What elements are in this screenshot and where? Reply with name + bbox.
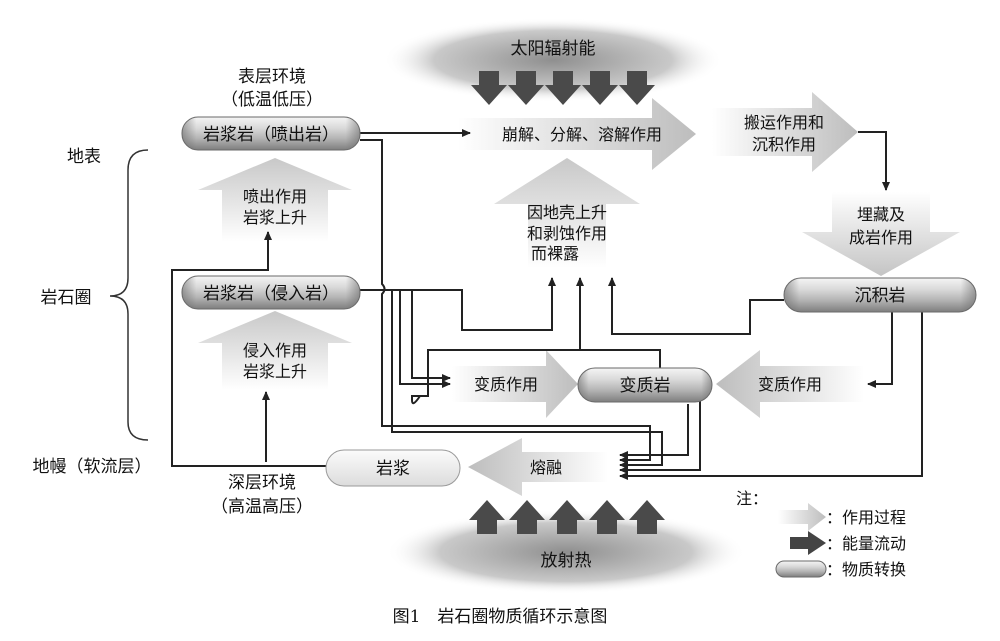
uplift-label-line2: 和剥蚀作用 [527, 224, 607, 243]
sedimentary-rock-label: 沉积岩 [855, 286, 906, 306]
weathering-process-arrow [458, 98, 696, 170]
lithification-label-line2: 成岩作用 [849, 228, 913, 247]
energy-arrow-down-icon [471, 71, 507, 105]
weathering-label: 崩解、分解、溶解作用 [502, 125, 662, 144]
lithosphere-label: 岩石圈 [41, 288, 92, 308]
intrusion-label-line1: 侵入作用 [243, 341, 307, 360]
connector-metamorphic-to-magma [619, 396, 701, 474]
connector-intrusive-to-metamorphism [399, 290, 451, 388]
energy-arrow-down-icon [508, 71, 544, 105]
mantle-label: 地幔（软流层） [33, 457, 152, 477]
melting-arrow [468, 438, 608, 496]
uplift-label-line1: 因地壳上升 [527, 203, 607, 222]
legend-energy-label: ：能量流动 [826, 534, 906, 553]
connector-intrusive-to-uplift [360, 277, 556, 331]
extrusive-rock-label: 岩浆岩（喷出岩） [203, 125, 339, 145]
legend-title: 注： [736, 489, 768, 508]
legend-material-pill-icon [775, 560, 827, 578]
node-extrusive: 岩浆岩（喷出岩） [181, 116, 361, 151]
solar-energy-label: 太阳辐射能 [511, 39, 596, 59]
energy-arrow-up-icon [629, 500, 665, 534]
magma-label: 岩浆 [376, 459, 410, 479]
connector-sedimentary-to-metamorphism [867, 312, 893, 388]
connector-magma-to-extrusive [171, 231, 326, 467]
melting-label: 熔融 [530, 458, 562, 477]
legend-material-label: ：物质转换 [826, 560, 906, 579]
energy-arrow-up-icon [589, 500, 625, 534]
connector-intrusive-to-magma [391, 290, 663, 469]
lithosphere-brace [109, 149, 149, 441]
transport-label-line1: 搬运作用和 [744, 113, 824, 132]
legend-process-arrow-icon [778, 503, 826, 531]
metamorphism-left-arrow [452, 350, 578, 418]
legend-process-label: ：作用过程 [826, 508, 906, 527]
deep-env-label-line2: （高温高压） [211, 497, 313, 517]
radiogenic-heat-label: 放射热 [541, 551, 592, 571]
energy-arrow-down-icon [582, 71, 618, 105]
eruption-label-line2: 岩浆上升 [243, 208, 307, 227]
eruption-label-line1: 喷出作用 [243, 187, 307, 206]
surface-env-label-line2: （低温低压） [221, 90, 323, 110]
solar-energy-arrows [471, 71, 655, 105]
legend-energy-arrow-icon [790, 531, 826, 555]
uplift-process-arrow [494, 158, 640, 268]
connector-transport-to-lithification [858, 131, 890, 191]
eruption-process-arrow [198, 158, 352, 242]
uplift-label-line3: 而裸露 [531, 244, 579, 263]
lithification-label-line1: 埋藏及 [857, 205, 905, 224]
node-magma: 岩浆 [325, 449, 461, 487]
radiogenic-energy-arrows [469, 500, 665, 534]
intrusion-label-line2: 岩浆上升 [243, 362, 307, 381]
energy-arrow-up-icon [509, 500, 545, 534]
lithification-process-arrow [802, 192, 960, 276]
connector-metamorphic-to-uplift [411, 349, 661, 405]
earth-surface-label: 地表 [67, 147, 101, 167]
connector-lines [171, 129, 923, 480]
energy-arrow-up-icon [469, 500, 505, 534]
metamorphic-rock-label: 变质岩 [620, 376, 671, 396]
surface-env-label-line1: 表层环境 [238, 67, 306, 87]
energy-arrow-down-icon [619, 71, 655, 105]
intrusion-process-arrow [198, 311, 352, 390]
transport-label-line2: 沉积作用 [752, 135, 816, 154]
connector-metamorphic-to-magma-2 [619, 404, 689, 459]
metamorphism-left-label: 变质作用 [474, 375, 538, 394]
connector-sedimentary-to-magma [619, 312, 923, 480]
transport-process-arrow [712, 92, 858, 172]
connector-intrusive-to-metamorphism-2 [411, 290, 451, 382]
figure-caption: 图1 岩石圈物质循环示意图 [392, 607, 608, 627]
energy-arrow-up-icon [549, 500, 585, 534]
deep-env-label-line1: 深层环境 [228, 473, 296, 493]
metamorphism-right-label: 变质作用 [758, 375, 822, 394]
connector-sedimentary-to-uplift [608, 277, 784, 335]
node-metamorphic: 变质岩 [577, 367, 713, 403]
energy-arrow-down-icon [545, 71, 581, 105]
metamorphism-right-arrow [716, 350, 864, 418]
node-sedimentary: 沉积岩 [783, 277, 977, 313]
node-intrusive: 岩浆岩（侵入岩） [181, 275, 361, 310]
intrusive-rock-label: 岩浆岩（侵入岩） [203, 284, 339, 304]
